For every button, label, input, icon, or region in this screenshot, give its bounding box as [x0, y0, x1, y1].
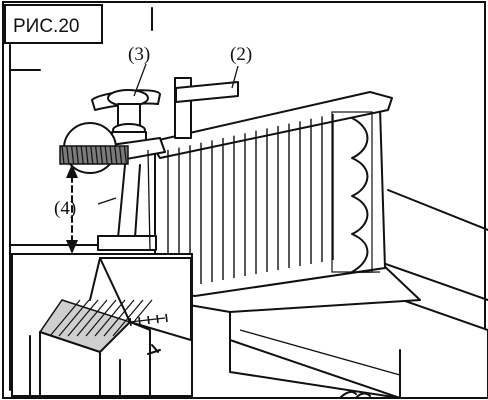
callout-leaders [97, 63, 239, 205]
dimension-arrow [66, 164, 78, 254]
bottom-arcs [339, 390, 371, 399]
callout-3: (3) [128, 44, 150, 65]
inset-ticks [129, 313, 168, 327]
threaded-rod [61, 145, 127, 165]
callout-2: (2) [230, 44, 252, 65]
clamp-assembly [59, 77, 239, 251]
inset-hatch [49, 299, 153, 337]
spring [351, 117, 369, 273]
detail-inset [11, 253, 193, 397]
radiator [149, 91, 393, 297]
figure-title-box: РИС.20 [4, 4, 103, 44]
figure-title: РИС.20 [13, 16, 79, 37]
callout-4: (4) [54, 198, 76, 219]
